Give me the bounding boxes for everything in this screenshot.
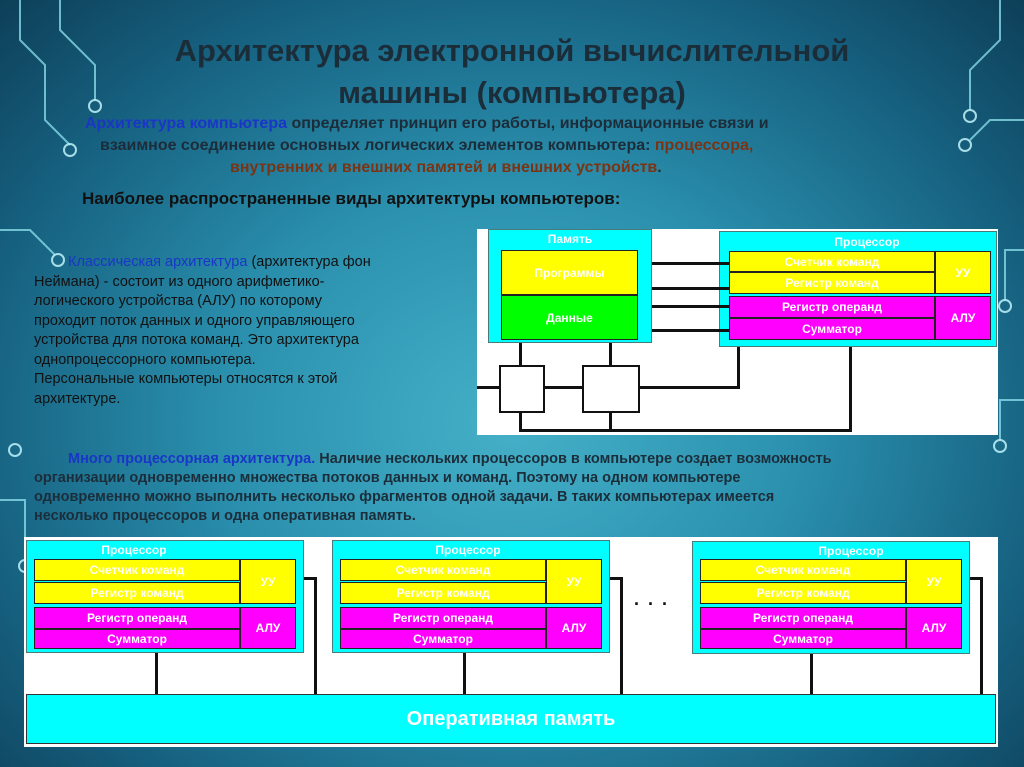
connector [519,343,522,365]
cu-cell: УУ [935,251,991,294]
connector [609,413,612,431]
bus-line [970,577,983,580]
bus-line [155,653,158,694]
von-neumann-diagram: Память Программы Данные Процессор Счетчи… [477,229,998,435]
alu-cell: АЛУ [935,296,991,340]
processor-1-label: Процессор [101,543,167,557]
classic-line-3: проходит поток данных и одного управляющ… [34,312,355,329]
connector [652,329,729,332]
adder-cell: Сумматор [729,318,935,340]
connector [477,386,499,389]
classic-line-4: устройства для потока команд. Это архите… [34,332,359,348]
multi-line-3: несколько процессоров и одна оперативная… [34,508,416,524]
classic-term: Классическая архитектура [68,254,248,270]
connector [652,305,729,308]
processor-3-adder: Сумматор [700,629,906,649]
processor-3-cmd-register: Регистр команд [700,582,906,604]
multi-term: Много процессорная архитектура. [68,451,316,467]
multi-line-2: одновременно можно выполнить несколько ф… [34,489,775,505]
processor-1-adder: Сумматор [34,629,240,649]
multi-paragraph: Много процессорная архитектура. Наличие … [34,450,990,526]
processor-1-operand-register: Регистр операнд [34,607,240,629]
processor-2-adder: Сумматор [340,629,546,649]
connector [652,262,729,265]
memory-label: Память [547,232,593,246]
intro-text2: взаимное соединение основных логических … [100,137,655,154]
multi-processor-diagram: Процессор Счетчик команд Регистр команд … [24,537,998,747]
classic-paragraph: Классическая архитектура (архитектура фо… [34,253,449,409]
subheading: Наиболее распространенные виды архитекту… [82,189,621,208]
connector [519,413,522,431]
multi-line-1: организации одновременно множества поток… [34,470,741,486]
processor-3-alu: АЛУ [906,607,962,649]
intro-term: Архитектура компьютера [85,115,287,132]
connector [545,386,582,389]
classic-line-0: (архитектура фон [247,254,371,270]
connector [737,347,740,389]
bus-line [620,577,623,694]
connector [640,386,740,389]
processor-1-alu: АЛУ [240,607,296,649]
intro-text1: определяет принцип его работы, информаци… [287,115,769,132]
multi-line-0: Наличие нескольких процессоров в компьют… [315,451,832,467]
operand-register-cell: Регистр операнд [729,296,935,318]
bus-line [304,577,317,580]
input-device-box [499,365,545,413]
data-cell: Данные [501,295,638,340]
bus-line [463,653,466,694]
programs-cell: Программы [501,250,638,295]
counter-cell: Счетчик команд [729,251,935,272]
connector [609,343,612,365]
bus-line [314,577,317,694]
processor-1-counter: Счетчик команд [34,559,240,581]
processor-label: Процессор [807,235,927,249]
intro-dot: . [657,159,662,176]
processor-1-cu: УУ [240,559,296,604]
processor-3-cu: УУ [906,559,962,604]
intro-highlight1: процессора, [654,137,754,154]
connector [849,347,852,432]
classic-line-2: логического устройства (АЛУ) по которому [34,293,322,309]
connector [519,429,851,432]
classic-line-1: Неймана) - состоит из одного арифметико- [34,273,325,290]
output-device-box [582,365,640,413]
processor-2-operand-register: Регистр операнд [340,607,546,629]
processor-2-alu: АЛУ [546,607,602,649]
intro-paragraph: Архитектура компьютера определяет принци… [85,113,945,179]
bus-line [980,577,983,694]
classic-line-7: архитектуре. [34,390,121,407]
processor-2-cu: УУ [546,559,602,604]
processor-2-cmd-register: Регистр команд [340,582,546,604]
intro-highlight2: внутренних и внешних памятей и внешних у… [230,159,658,176]
bus-line [810,654,813,694]
processor-1-cmd-register: Регистр команд [34,582,240,604]
classic-line-6: Персональные компьютеры относятся к этой [34,371,338,387]
processor-3-counter: Счетчик команд [700,559,906,581]
ram-block: Оперативная память [26,694,996,744]
connector [652,287,729,290]
page-title: Архитектура электронной вычислительной м… [60,30,964,114]
processor-3-label: Процессор [818,544,884,558]
bus-line [610,577,623,580]
ellipsis: . . . [634,589,670,609]
page-title-line1: Архитектура электронной вычислительной [174,33,850,68]
processor-2-label: Процессор [435,543,501,557]
processor-2-counter: Счетчик команд [340,559,546,581]
page-title-line2: машины (компьютера) [338,75,686,110]
cmd-register-cell: Регистр команд [729,272,935,294]
classic-line-5: однопроцессорного компьютера. [34,351,256,368]
processor-3-operand-register: Регистр операнд [700,607,906,629]
